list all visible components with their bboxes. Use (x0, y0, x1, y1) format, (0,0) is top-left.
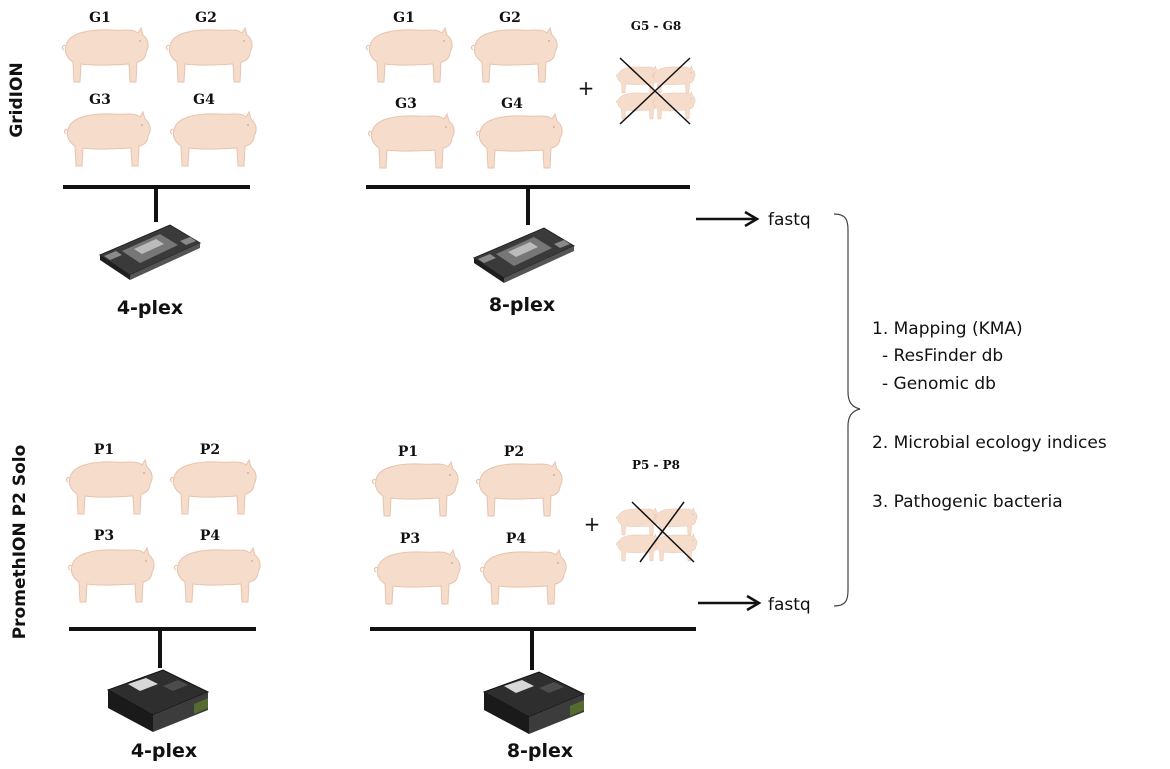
pig-icon (367, 113, 455, 169)
p2-solo-device-icon (482, 671, 586, 734)
pig-icon (169, 111, 257, 167)
arrow-head-icon (746, 594, 762, 612)
pig-icon (475, 113, 563, 169)
sample-label: G4 (193, 92, 215, 108)
analysis-step: - ResFinder db (882, 346, 1003, 366)
pig-icon (470, 27, 558, 83)
sample-label: G2 (499, 10, 521, 26)
pig-icon (365, 27, 453, 83)
pig-icon (173, 547, 261, 603)
analysis-step: 1. Mapping (KMA) (872, 319, 1023, 339)
multiplex-label: 8-plex (489, 294, 555, 316)
sample-label: G3 (89, 92, 111, 108)
pig-icon (475, 461, 563, 517)
pig-icon (65, 459, 153, 515)
sample-label: P4 (506, 531, 527, 547)
plus-sign: + (584, 512, 601, 536)
sample-label: P4 (200, 528, 221, 544)
pig-icon (615, 91, 660, 120)
multiplex-label: 4-plex (117, 297, 183, 319)
pig-icon (479, 549, 567, 605)
output-label: fastq (768, 595, 811, 615)
pig-icon (373, 549, 461, 605)
curly-brace (833, 213, 861, 607)
multiplex-label: 8-plex (507, 740, 573, 762)
sample-label: P1 (398, 444, 418, 460)
multiplex-label: 4-plex (131, 740, 197, 762)
excluded-samples-label: P5 - P8 (632, 458, 680, 472)
p2-solo-device-icon (106, 669, 210, 732)
sample-group: G1 G2 G3 G4 (365, 10, 563, 169)
sample-label: P3 (94, 528, 114, 544)
platform-label: PromethION P2 Solo (10, 445, 30, 640)
excluded-samples-label: G5 - G8 (631, 19, 682, 33)
output-label: fastq (768, 210, 811, 230)
platform-label: GridION (7, 62, 27, 137)
pig-icon (169, 459, 257, 515)
cross-mark (639, 501, 685, 563)
pig-icon (63, 111, 151, 167)
pig-icon (651, 91, 696, 120)
arrow-head-icon (744, 210, 760, 228)
pig-icon (165, 27, 253, 83)
pig-icon (371, 461, 459, 517)
sample-label: P2 (504, 444, 524, 460)
pig-icon (653, 507, 698, 536)
sample-group: P1 P2 P3 P4 (65, 442, 261, 603)
excluded-samples (615, 57, 696, 125)
pig-icon (651, 65, 696, 94)
sample-group: P1 P2 P3 P4 (371, 444, 567, 605)
cross-mark (631, 501, 695, 563)
sample-label: G1 (393, 10, 415, 26)
sample-group: G1 G2 G3 G4 (61, 10, 257, 167)
cross-mark (619, 57, 691, 125)
sample-label: G2 (195, 10, 217, 26)
sample-label: G4 (501, 96, 523, 112)
sample-label: P3 (400, 531, 420, 547)
flowcell-icon (98, 224, 202, 280)
pig-icon (615, 533, 660, 562)
sample-label: G3 (395, 96, 417, 112)
sample-label: P2 (200, 442, 220, 458)
analysis-step: - Genomic db (882, 374, 996, 394)
pig-icon (653, 533, 698, 562)
analysis-step: 2. Microbial ecology indices (872, 433, 1107, 453)
flowcell-icon (472, 227, 576, 283)
sample-label: G1 (89, 10, 111, 26)
sample-label: P1 (94, 442, 114, 458)
plus-sign: + (578, 76, 595, 100)
pig-icon (67, 547, 155, 603)
pig-icon (61, 27, 149, 83)
analysis-step: 3. Pathogenic bacteria (872, 492, 1063, 512)
excluded-samples (615, 501, 698, 563)
